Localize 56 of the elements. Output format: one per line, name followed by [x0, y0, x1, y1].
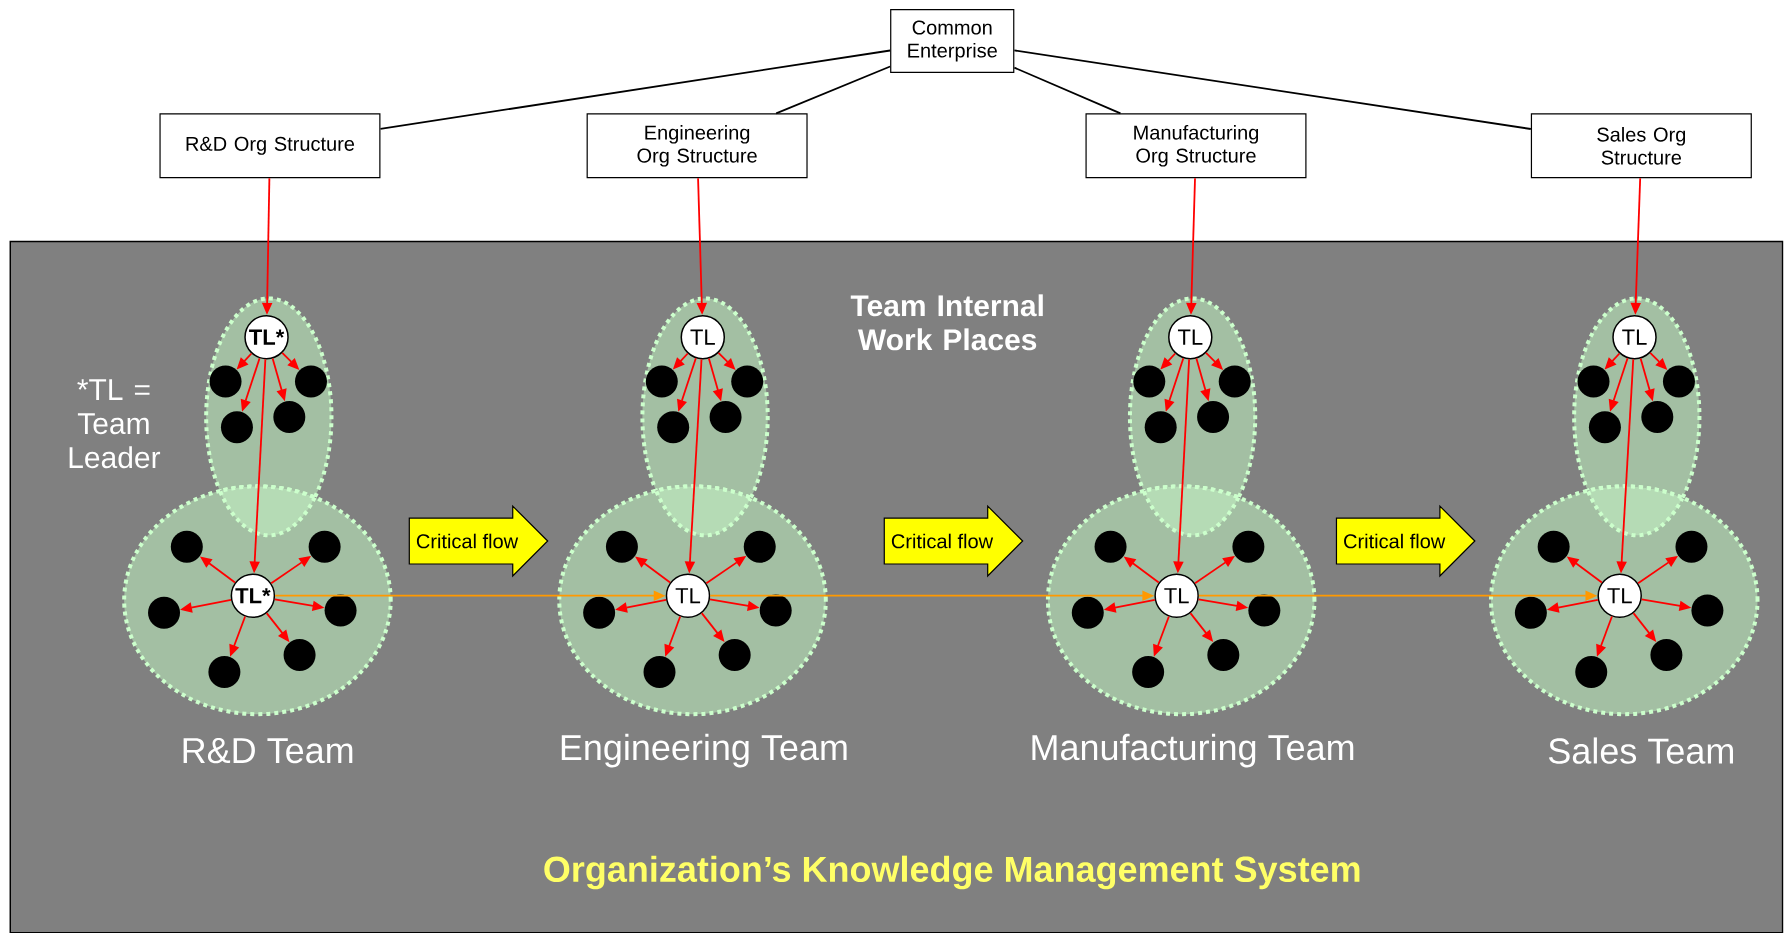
member-dot	[1577, 365, 1610, 398]
org-box: Engineering Org Structure	[586, 113, 808, 179]
member-dot	[170, 530, 203, 563]
member-dot	[718, 638, 751, 671]
connector-line	[1013, 66, 1122, 115]
member-dot	[294, 365, 327, 398]
member-dot	[1232, 530, 1265, 563]
legend-note: *TL = Team Leader	[69, 379, 161, 469]
connector-line	[379, 49, 892, 130]
member-dot	[709, 400, 742, 433]
member-dot	[1575, 656, 1608, 689]
member-dot	[1675, 530, 1708, 563]
member-dot	[1691, 594, 1724, 627]
org-box: Common Enterprise	[890, 9, 1015, 73]
member-dot	[1144, 411, 1177, 444]
member-dot	[1071, 596, 1104, 629]
member-dot	[283, 638, 316, 671]
arrow	[635, 556, 671, 584]
member-dot	[208, 656, 241, 689]
member-dot	[731, 365, 764, 398]
team-name: R&D Team	[183, 738, 353, 764]
org-box: Sales Org Structure	[1530, 113, 1752, 179]
member-dot	[273, 400, 306, 433]
team-name: Sales Team	[1548, 737, 1733, 764]
org-box: R&D Org Structure	[159, 113, 381, 179]
member-dot	[1132, 656, 1165, 689]
member-dot	[1094, 530, 1127, 563]
member-dot	[1133, 365, 1166, 398]
member-dot	[1514, 596, 1547, 629]
member-dot	[743, 530, 776, 563]
member-dot	[1537, 530, 1570, 563]
team-name: Engineering Team	[561, 733, 847, 768]
member-dot	[759, 594, 792, 627]
member-dot	[1248, 594, 1281, 627]
member-dot	[605, 530, 638, 563]
member-dot	[583, 596, 616, 629]
member-dot	[1650, 638, 1683, 671]
connector-line	[1013, 49, 1532, 130]
member-dot	[1588, 411, 1621, 444]
member-dot	[1641, 400, 1674, 433]
member-dot	[657, 411, 690, 444]
member-dot	[308, 530, 341, 563]
org-box: Manufacturing Org Structure	[1085, 113, 1307, 179]
member-dot	[220, 411, 253, 444]
connector-line	[775, 65, 892, 115]
team-name: Manufacturing Team	[1032, 733, 1354, 768]
heading-text: Team Internal Work Places	[850, 294, 1043, 351]
member-dot	[645, 365, 678, 398]
member-dot	[1218, 365, 1251, 398]
member-dot	[148, 596, 181, 629]
member-dot	[1662, 365, 1695, 398]
member-dot	[643, 656, 676, 689]
member-dot	[1197, 400, 1230, 433]
member-dot	[209, 365, 242, 398]
member-dot	[324, 594, 357, 627]
member-dot	[1207, 638, 1240, 671]
